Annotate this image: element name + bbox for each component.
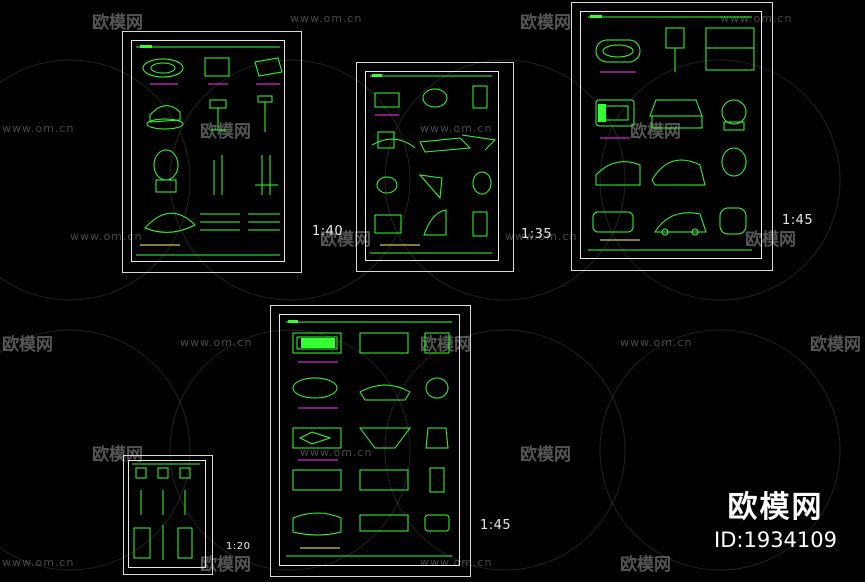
drawing-sheet-a[interactable]: [122, 31, 302, 273]
brand-name: 欧模网: [727, 490, 824, 525]
watermark-url: www.om.cn: [420, 122, 493, 135]
drawing-sheet-b[interactable]: [356, 62, 514, 272]
watermark-cn: 欧模网: [200, 122, 251, 142]
brand-stamp: 欧模网 ID:1934109: [714, 482, 837, 552]
scale-label-sheet-a: 1:40: [312, 224, 344, 239]
drawing-frame-e: [128, 460, 206, 568]
watermark-cn: 欧模网: [420, 335, 471, 355]
drawing-sheet-e[interactable]: [123, 455, 213, 575]
scale-label-sheet-b: 1:35: [521, 227, 553, 242]
model-id: ID:1934109: [714, 528, 837, 552]
drawing-frame-c: [580, 11, 762, 259]
watermark-cn: 欧模网: [745, 230, 796, 250]
watermark-url: www.om.cn: [620, 336, 693, 349]
watermark-url: www.om.cn: [2, 122, 75, 135]
watermark-cn: 欧模网: [520, 13, 571, 33]
drawing-sheet-d[interactable]: [270, 305, 471, 577]
watermark-url: www.om.cn: [180, 336, 253, 349]
scale-label-sheet-d: 1:45: [480, 518, 512, 533]
watermark-url: www.om.cn: [70, 230, 143, 243]
drawing-frame-b: [365, 71, 499, 261]
watermark-cn: 欧模网: [92, 13, 143, 33]
drawing-sheet-c[interactable]: [571, 2, 773, 271]
scale-label-sheet-e: 1:20: [226, 541, 251, 552]
watermark-cn: 欧模网: [630, 122, 681, 142]
watermark-url: www.om.cn: [720, 12, 793, 25]
drawing-frame-a: [131, 40, 285, 262]
watermark-cn: 欧模网: [810, 335, 861, 355]
watermark-cn: 欧模网: [620, 555, 671, 575]
watermark-url: www.om.cn: [300, 446, 373, 459]
watermark-cn: 欧模网: [320, 230, 371, 250]
watermark-url: www.om.cn: [2, 556, 75, 569]
watermark-cn: 欧模网: [520, 445, 571, 465]
drawing-frame-d: [279, 314, 460, 566]
scale-label-sheet-c: 1:45: [782, 213, 814, 228]
watermark-url: www.om.cn: [290, 12, 363, 25]
watermark-url: www.om.cn: [505, 230, 578, 243]
watermark-cn: 欧模网: [2, 335, 53, 355]
